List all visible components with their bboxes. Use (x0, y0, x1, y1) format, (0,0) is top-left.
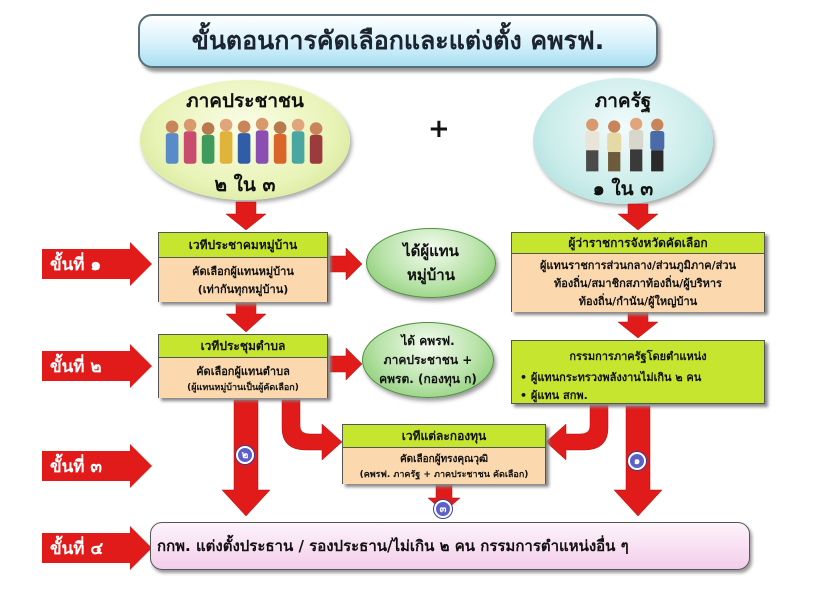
tambon-forum-body: คัดเลือกผู้แทนตำบล (ผู้แทนหมู่บ้านเป็นผู… (159, 358, 327, 398)
ex-officio-item1: • ผู้แทนกระทรวงพลังงานไม่เกิน ๒ คน (520, 371, 702, 384)
village-rep-ellipse: ได้ผู้แทน หมู่บ้าน (366, 228, 496, 298)
state-sector-ellipse: ภาครัฐ ๑ ใน ๓ (533, 78, 713, 204)
step-3-label: ขั้นที่ ๓ (42, 451, 130, 481)
title-text: ขั้นตอนการคัดเลือกและแต่งตั้ง คพรฟ. (191, 26, 605, 55)
arrow-people-to-village (225, 201, 267, 231)
plus-sign: + (428, 114, 450, 144)
marker-3: ๓ (434, 500, 452, 518)
governor-line3: ท้องถิ่น/กำนัน/ผู้ใหญ่บ้าน (578, 295, 698, 308)
arrow-tambon-to-fund (281, 399, 343, 461)
obtain-line1: ได้ คพรฟ. (401, 333, 455, 348)
village-forum-body: คัดเลือกผู้แทนหมู่บ้าน (เท่ากันทุกหมู่บ้… (159, 258, 327, 302)
arrow-village-to-tambon (225, 302, 267, 333)
village-forum-line1: คัดเลือกผู้แทนหมู่บ้าน (192, 265, 294, 278)
fund-forum-line2: (คพรฟ. ภาครัฐ + ภาคประชาชน คัดเลือก) (359, 469, 529, 480)
tambon-forum-line1: คัดเลือกผู้แทนตำบล (196, 365, 290, 378)
village-forum-line2: (เท่ากันทุกหมู่บ้าน) (197, 283, 289, 296)
tambon-forum-box: เวทีประชุมตำบล คัดเลือกผู้แทนตำบล (ผู้แท… (158, 334, 328, 398)
state-sector-label: ภาครัฐ (594, 90, 652, 112)
final-appointment-text: กกพ. แต่งตั้งประธาน / รองประธาน/ไม่เกิน … (157, 537, 629, 555)
ex-officio-item2: • ผู้แทน สกพ. (520, 389, 588, 402)
step-3-arrow: ขั้นที่ ๓ (42, 444, 152, 488)
marker-1: ๑ (628, 452, 646, 470)
governor-line2: ท้องถิ่น/สมาชิกสภาท้องถิ่น/ผู้บริหาร (554, 277, 722, 290)
people-sector-ellipse: ภาคประชาชน ๒ ใน ๓ (140, 80, 350, 200)
fund-forum-body: คัดเลือกผู้ทรงคุณวุฒิ (คพรฟ. ภาครัฐ + ภา… (343, 448, 545, 484)
ex-officio-item1-text: ผู้แทนกระทรวงพลังงานไม่เกิน ๒ คน (530, 371, 702, 384)
ex-officio-box: กรรมการภาครัฐโดยตำแหน่ง • ผู้แทนกระทรวงพ… (511, 340, 765, 404)
people-sector-ratio: ๒ ใน ๓ (214, 174, 276, 196)
state-sector-ratio: ๑ ใน ๓ (592, 178, 654, 200)
village-forum-head: เวทีประชาคมหมู่บ้าน (159, 233, 327, 258)
arrow-state-to-governor (617, 203, 659, 231)
ex-officio-head: กรรมการภาครัฐโดยตำแหน่ง (569, 350, 707, 363)
arrow-governor-to-exofficio (617, 311, 659, 339)
village-forum-box: เวทีประชาคมหมู่บ้าน คัดเลือกผู้แทนหมู่บ้… (158, 232, 328, 302)
fund-forum-box: เวทีแต่ละกองทุน คัดเลือกผู้ทรงคุณวุฒิ (ค… (342, 424, 546, 484)
arrow-village-to-rep (329, 247, 363, 281)
village-rep-line2: หมู่บ้าน (407, 266, 455, 284)
step-4-label: ขั้นที่ ๔ (42, 533, 130, 563)
governor-body: ผู้แทนราชการส่วนกลาง/ส่วนภูมิภาค/ส่วน ท้… (512, 254, 764, 312)
governor-box: ผู้ว่าราชการจังหวัดคัดเลือก ผู้แทนราชการ… (511, 232, 765, 312)
step-4-arrow: ขั้นที่ ๔ (42, 526, 152, 570)
fund-forum-line1: คัดเลือกผู้ทรงคุณวุฒิ (399, 453, 489, 465)
tambon-forum-line2: (ผู้แทนหมู่บ้านเป็นผู้คัดเลือก) (187, 383, 299, 393)
ex-officio-item2-text: ผู้แทน สกพ. (530, 389, 588, 402)
official-figures (585, 117, 665, 172)
people-sector-label: ภาคประชาชน (186, 90, 304, 112)
step-2-label: ขั้นที่ ๒ (42, 351, 130, 381)
obtain-line3: คพรต. (กองทุน ก) (379, 371, 477, 386)
fund-forum-head: เวทีแต่ละกองทุน (343, 425, 545, 448)
obtain-ellipse: ได้ คพรฟ. ภาคประชาชน + คพรต. (กองทุน ก) (362, 322, 494, 398)
arrow-exofficio-to-fund (545, 403, 609, 461)
step-1-label: ขั้นที่ ๑ (42, 249, 130, 279)
governor-line1: ผู้แทนราชการส่วนกลาง/ส่วนภูมิภาค/ส่วน (539, 259, 737, 272)
tambon-forum-head: เวทีประชุมตำบล (159, 335, 327, 358)
step-1-arrow: ขั้นที่ ๑ (42, 242, 152, 286)
step-2-arrow: ขั้นที่ ๒ (42, 344, 152, 388)
officials-illustration (585, 117, 665, 172)
page-title: ขั้นตอนการคัดเลือกและแต่งตั้ง คพรฟ. (138, 14, 658, 68)
marker-2: ๒ (236, 446, 254, 464)
village-rep-line1: ได้ผู้แทน (403, 242, 459, 260)
final-appointment-box: กกพ. แต่งตั้งประธาน / รองประธาน/ไม่เกิน … (150, 522, 750, 570)
obtain-line2: ภาคประชาชน + (383, 352, 473, 367)
arrow-tambon-to-obtain (329, 347, 363, 381)
people-crowd-illustration (165, 117, 323, 164)
crowd-figures (165, 117, 323, 164)
governor-head: ผู้ว่าราชการจังหวัดคัดเลือก (512, 233, 764, 254)
